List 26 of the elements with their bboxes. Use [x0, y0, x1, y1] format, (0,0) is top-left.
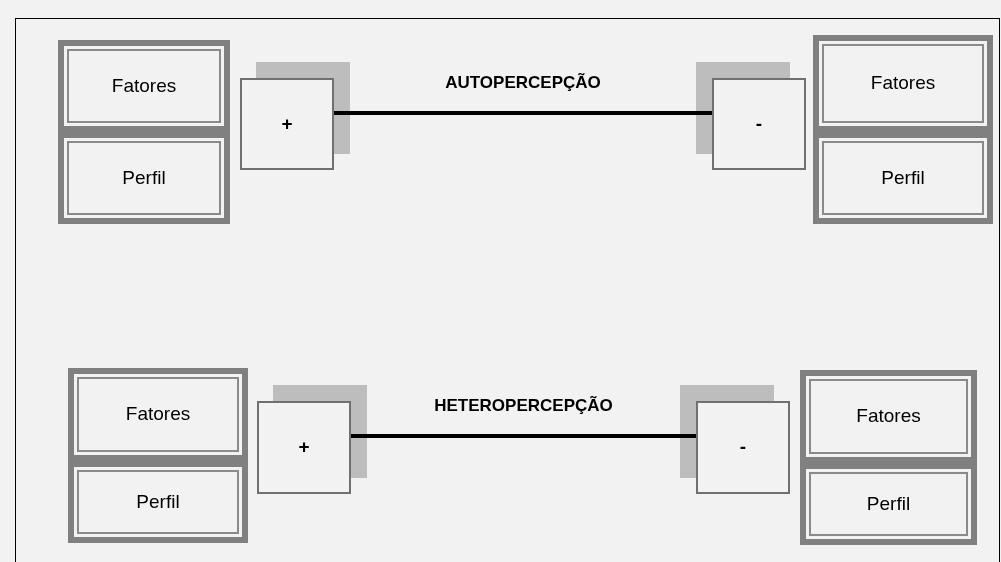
text-box: [800, 463, 977, 545]
text-box: [813, 132, 993, 224]
text-box: [58, 40, 230, 132]
box-label: Perfil: [122, 165, 166, 190]
box-label: Fatores: [870, 71, 936, 96]
sign-box: [696, 401, 790, 494]
box-label: Fatores: [111, 73, 177, 98]
sign-box: [257, 401, 351, 494]
box-label: Fatores: [125, 402, 191, 427]
text-box: [813, 35, 993, 132]
text-box: [58, 132, 230, 224]
connector-line: [351, 434, 696, 438]
sign-box: [240, 78, 334, 170]
connector-line: [334, 111, 712, 115]
text-box: [68, 461, 248, 543]
sign-symbol: -: [755, 111, 763, 136]
box-label: Perfil: [866, 491, 911, 516]
box-label: Perfil: [136, 489, 180, 514]
sign-symbol: +: [298, 435, 310, 460]
box-label: Fatores: [856, 404, 921, 429]
box-label: Perfil: [881, 165, 925, 190]
text-box: [800, 370, 977, 463]
sign-symbol: -: [739, 435, 747, 460]
sign-box: [712, 78, 806, 170]
text-box: [68, 368, 248, 461]
sign-symbol: +: [281, 111, 293, 136]
